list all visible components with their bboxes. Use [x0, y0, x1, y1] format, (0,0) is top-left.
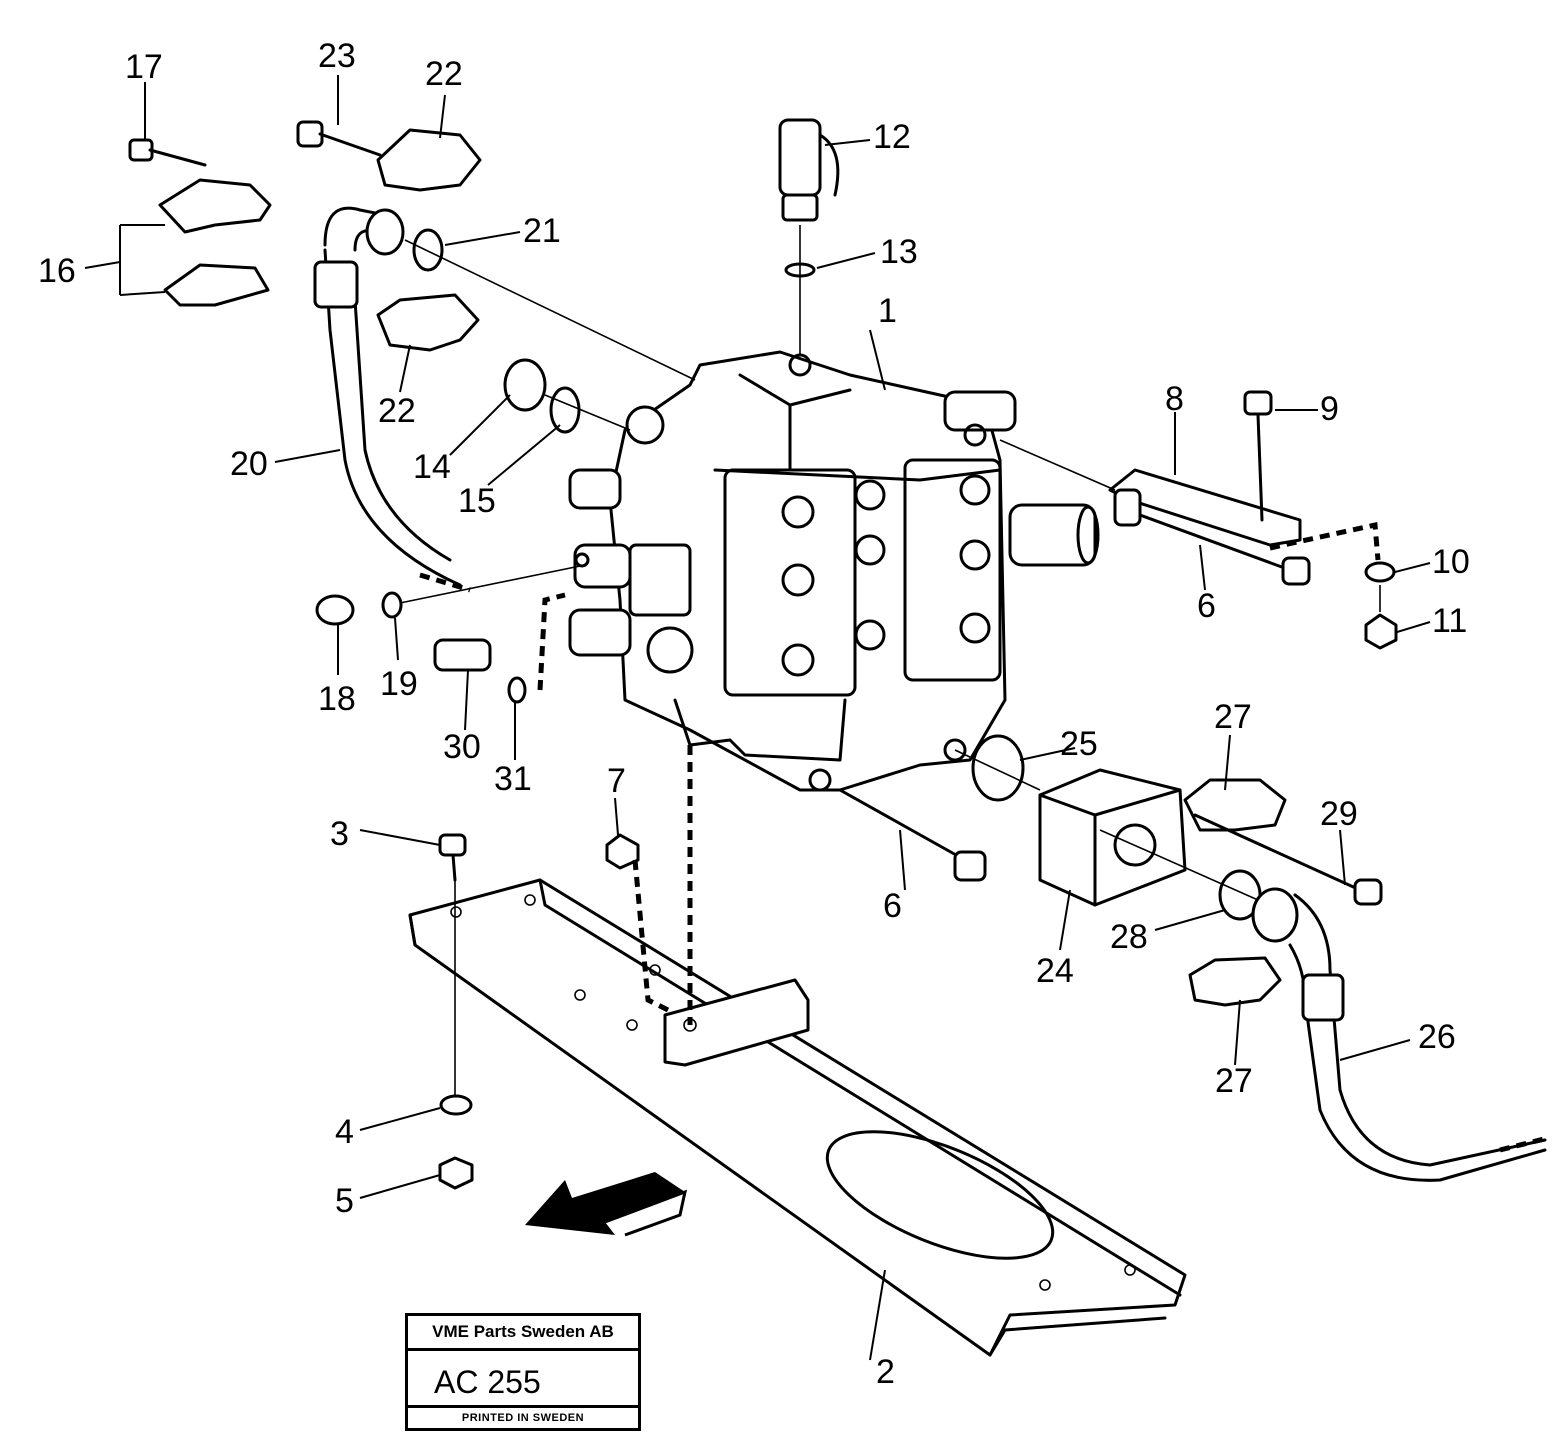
label-part-1: 1 [878, 292, 897, 330]
valve-bracket-part [663, 978, 810, 1067]
label-part-9: 9 [1320, 390, 1339, 428]
support-bracket-part [999, 390, 1398, 650]
label-part-10: 10 [1432, 543, 1470, 581]
stamp-illustration-code: AC 255 [434, 1364, 541, 1400]
label-part-23: 23 [318, 37, 356, 75]
plug-washer-part [315, 564, 586, 704]
direction-arrow-icon [525, 1172, 688, 1237]
mount-fasteners-part [438, 745, 693, 1190]
label-part-5: 5 [335, 1182, 354, 1220]
label-part-2: 2 [876, 1353, 895, 1391]
label-part-22b: 22 [378, 392, 416, 430]
label-part-20: 20 [230, 445, 268, 483]
label-part-12: 12 [873, 118, 911, 156]
label-part-6a: 6 [1197, 587, 1216, 625]
stamp-company-name: VME Parts Sweden AB [408, 1316, 638, 1351]
label-part-16: 16 [38, 252, 76, 290]
bolt-part [128, 120, 382, 167]
part-labels: 1 2 3 4 5 6 6 7 8 9 10 11 12 13 14 15 16… [38, 37, 1470, 1391]
label-part-6b: 6 [883, 887, 902, 925]
label-part-18: 18 [318, 680, 356, 718]
label-part-22a: 22 [425, 55, 463, 93]
nut-part [605, 833, 670, 1013]
control-valve-part [568, 350, 1100, 792]
label-part-11: 11 [1432, 602, 1467, 640]
label-part-14: 14 [413, 448, 451, 486]
label-part-29: 29 [1320, 795, 1358, 833]
label-part-25: 25 [1060, 725, 1098, 763]
label-part-21: 21 [523, 212, 561, 250]
label-part-7: 7 [607, 762, 626, 800]
label-part-8: 8 [1165, 380, 1184, 418]
label-part-27b: 27 [1215, 1062, 1253, 1100]
label-part-13: 13 [880, 233, 918, 271]
label-part-4: 4 [335, 1113, 354, 1151]
label-part-28: 28 [1110, 918, 1148, 956]
label-part-26: 26 [1418, 1018, 1456, 1056]
label-part-15: 15 [458, 482, 496, 520]
label-part-30: 30 [443, 728, 481, 766]
adapter-block-part [838, 734, 1187, 907]
label-part-31: 31 [494, 760, 532, 798]
leader-lines [84, 75, 1431, 1361]
seal-ring-part [412, 228, 631, 434]
base-plate-part [408, 878, 1187, 1357]
publisher-stamp: VME Parts Sweden AB AC 255 PRINTED IN SW… [405, 1313, 641, 1431]
label-part-27a: 27 [1214, 698, 1252, 736]
hose-lower-part [1099, 813, 1549, 1182]
label-part-17: 17 [125, 48, 163, 86]
label-part-19: 19 [380, 665, 418, 703]
stamp-printed-note: PRINTED IN SWEDEN [408, 1405, 638, 1428]
label-part-24: 24 [1036, 952, 1074, 990]
label-part-3: 3 [330, 815, 349, 853]
hose-upper-part [313, 206, 696, 593]
flange-half-part [158, 128, 1287, 1007]
test-plug-part [778, 118, 840, 355]
